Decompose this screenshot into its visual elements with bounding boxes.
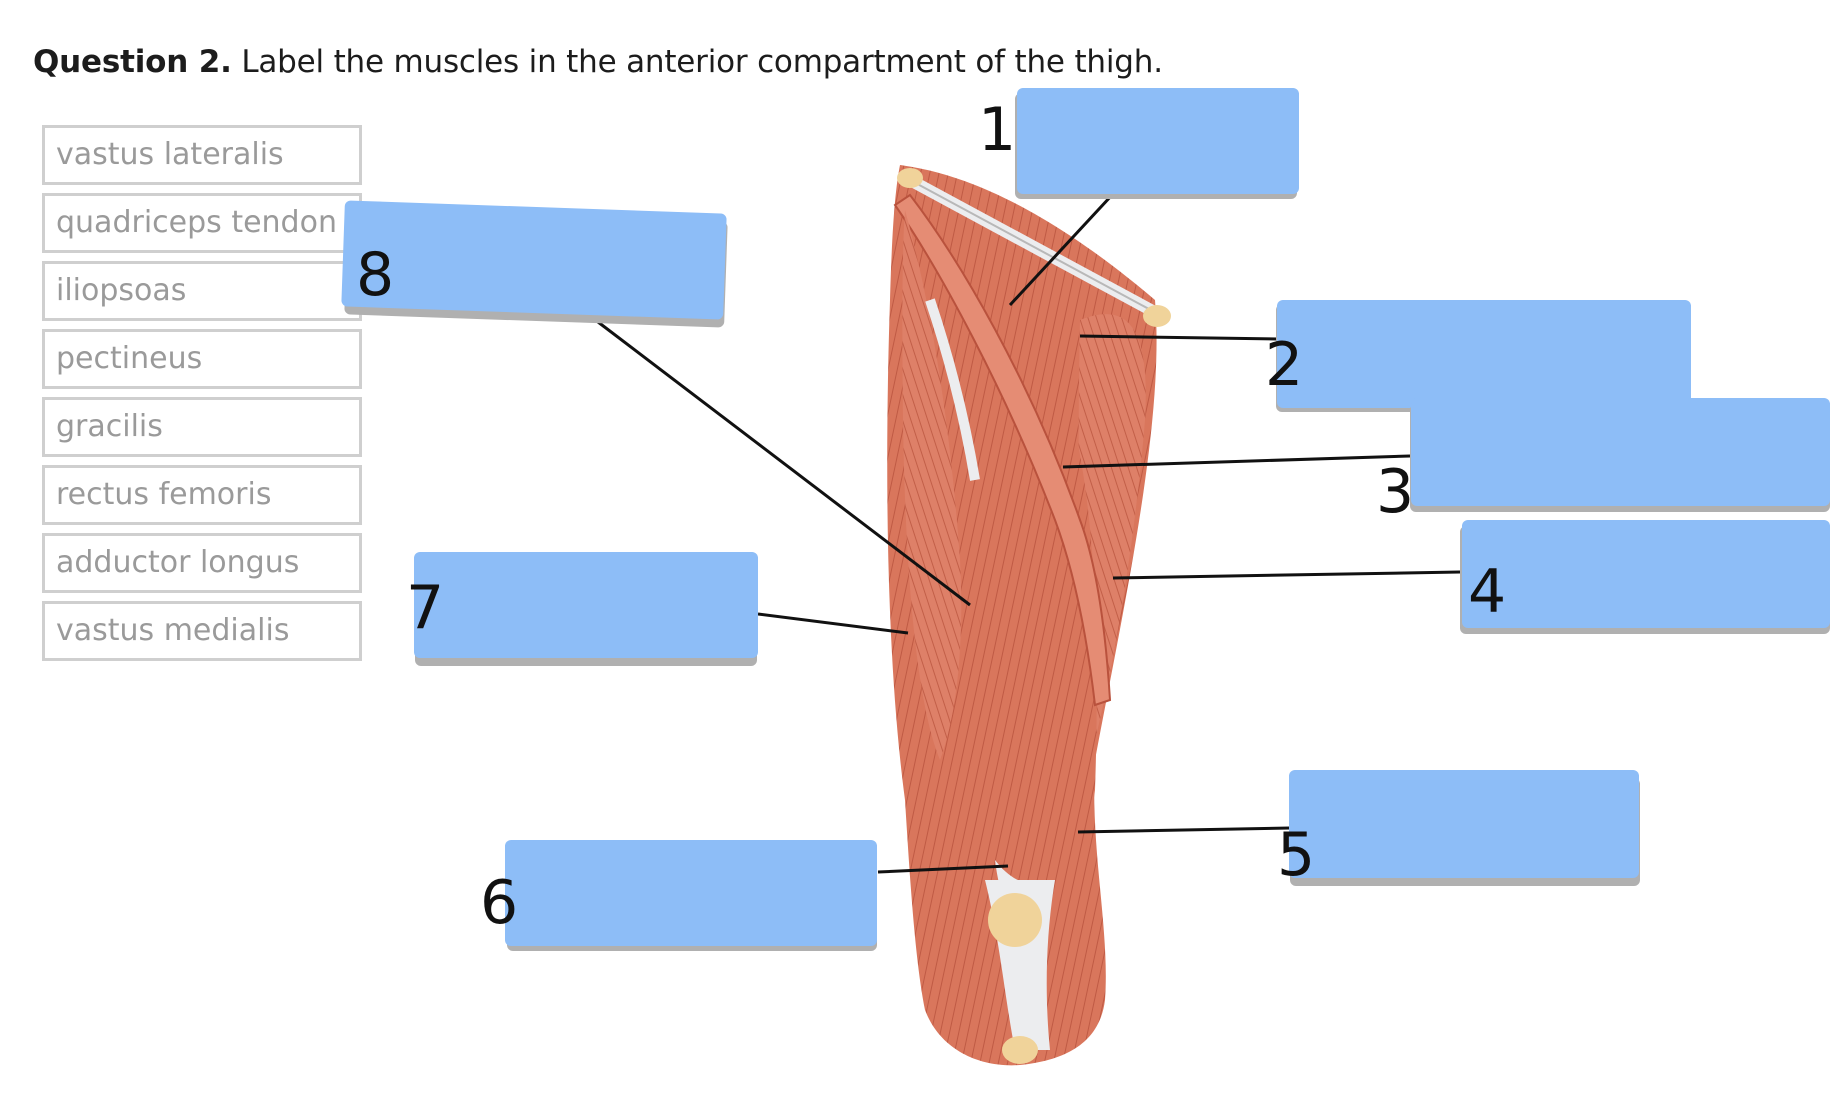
thigh-illustration <box>887 165 1171 1066</box>
word-bank: vastus lateralis quadriceps tendon iliop… <box>42 125 362 669</box>
leader-line-5 <box>1077 826 1291 834</box>
dropzone-5[interactable]: 5 <box>1277 770 1640 890</box>
adductor-area <box>902 210 962 760</box>
label-number-8: 8 <box>356 240 394 310</box>
dropzone-3[interactable]: 3 <box>1376 398 1830 527</box>
dropzone-4[interactable]: 4 <box>1460 520 1830 634</box>
question-text: Label the muscles in the anterior compar… <box>241 44 1163 80</box>
label-number-1: 1 <box>978 95 1016 165</box>
tibial-tuberosity <box>1002 1036 1038 1064</box>
dropzone-8[interactable]: 8 <box>341 200 728 328</box>
sartorius-band <box>893 193 1112 707</box>
leader-line-2 <box>1079 334 1279 341</box>
word-bank-item-pectineus[interactable]: pectineus <box>42 329 362 389</box>
leader-line-6 <box>877 864 1009 874</box>
leader-line-8 <box>597 320 971 607</box>
leader-line-7 <box>757 612 909 635</box>
label-number-2: 2 <box>1265 330 1303 400</box>
pubic-bone <box>897 168 923 188</box>
leader-line-3 <box>1062 454 1411 469</box>
rectus-femoris-shape <box>963 235 1097 880</box>
word-bank-item-vastus-medialis[interactable]: vastus medialis <box>42 601 362 661</box>
question-prompt: Question 2. Label the muscles in the ant… <box>33 44 1163 80</box>
tendon-streak <box>925 298 980 481</box>
leader-line-4 <box>1112 570 1461 580</box>
word-bank-item-adductor-longus[interactable]: adductor longus <box>42 533 362 593</box>
dropzone-2[interactable]: 2 <box>1265 300 1691 412</box>
word-bank-item-quadriceps-tendon[interactable]: quadriceps tendon <box>42 193 362 253</box>
leader-lines <box>597 193 1461 874</box>
label-number-5: 5 <box>1277 820 1315 890</box>
dropzone-1[interactable]: 1 <box>978 88 1299 199</box>
dropzone-6[interactable]: 6 <box>480 840 877 951</box>
word-bank-item-rectus-femoris[interactable]: rectus femoris <box>42 465 362 525</box>
word-bank-item-gracilis[interactable]: gracilis <box>42 397 362 457</box>
label-number-4: 4 <box>1468 557 1506 627</box>
label-number-6: 6 <box>480 868 518 938</box>
word-bank-item-iliopsoas[interactable]: iliopsoas <box>42 261 362 321</box>
patella <box>988 893 1042 947</box>
question-label: Question 2. <box>33 44 232 80</box>
label-number-3: 3 <box>1376 457 1414 527</box>
iliac-spine <box>1143 305 1171 327</box>
label-number-7: 7 <box>406 573 444 643</box>
word-bank-item-vastus-lateralis[interactable]: vastus lateralis <box>42 125 362 185</box>
dropzone-7[interactable]: 7 <box>406 552 758 666</box>
leader-line-1 <box>1008 193 1114 307</box>
inguinal-ligament-edge <box>909 179 1161 316</box>
